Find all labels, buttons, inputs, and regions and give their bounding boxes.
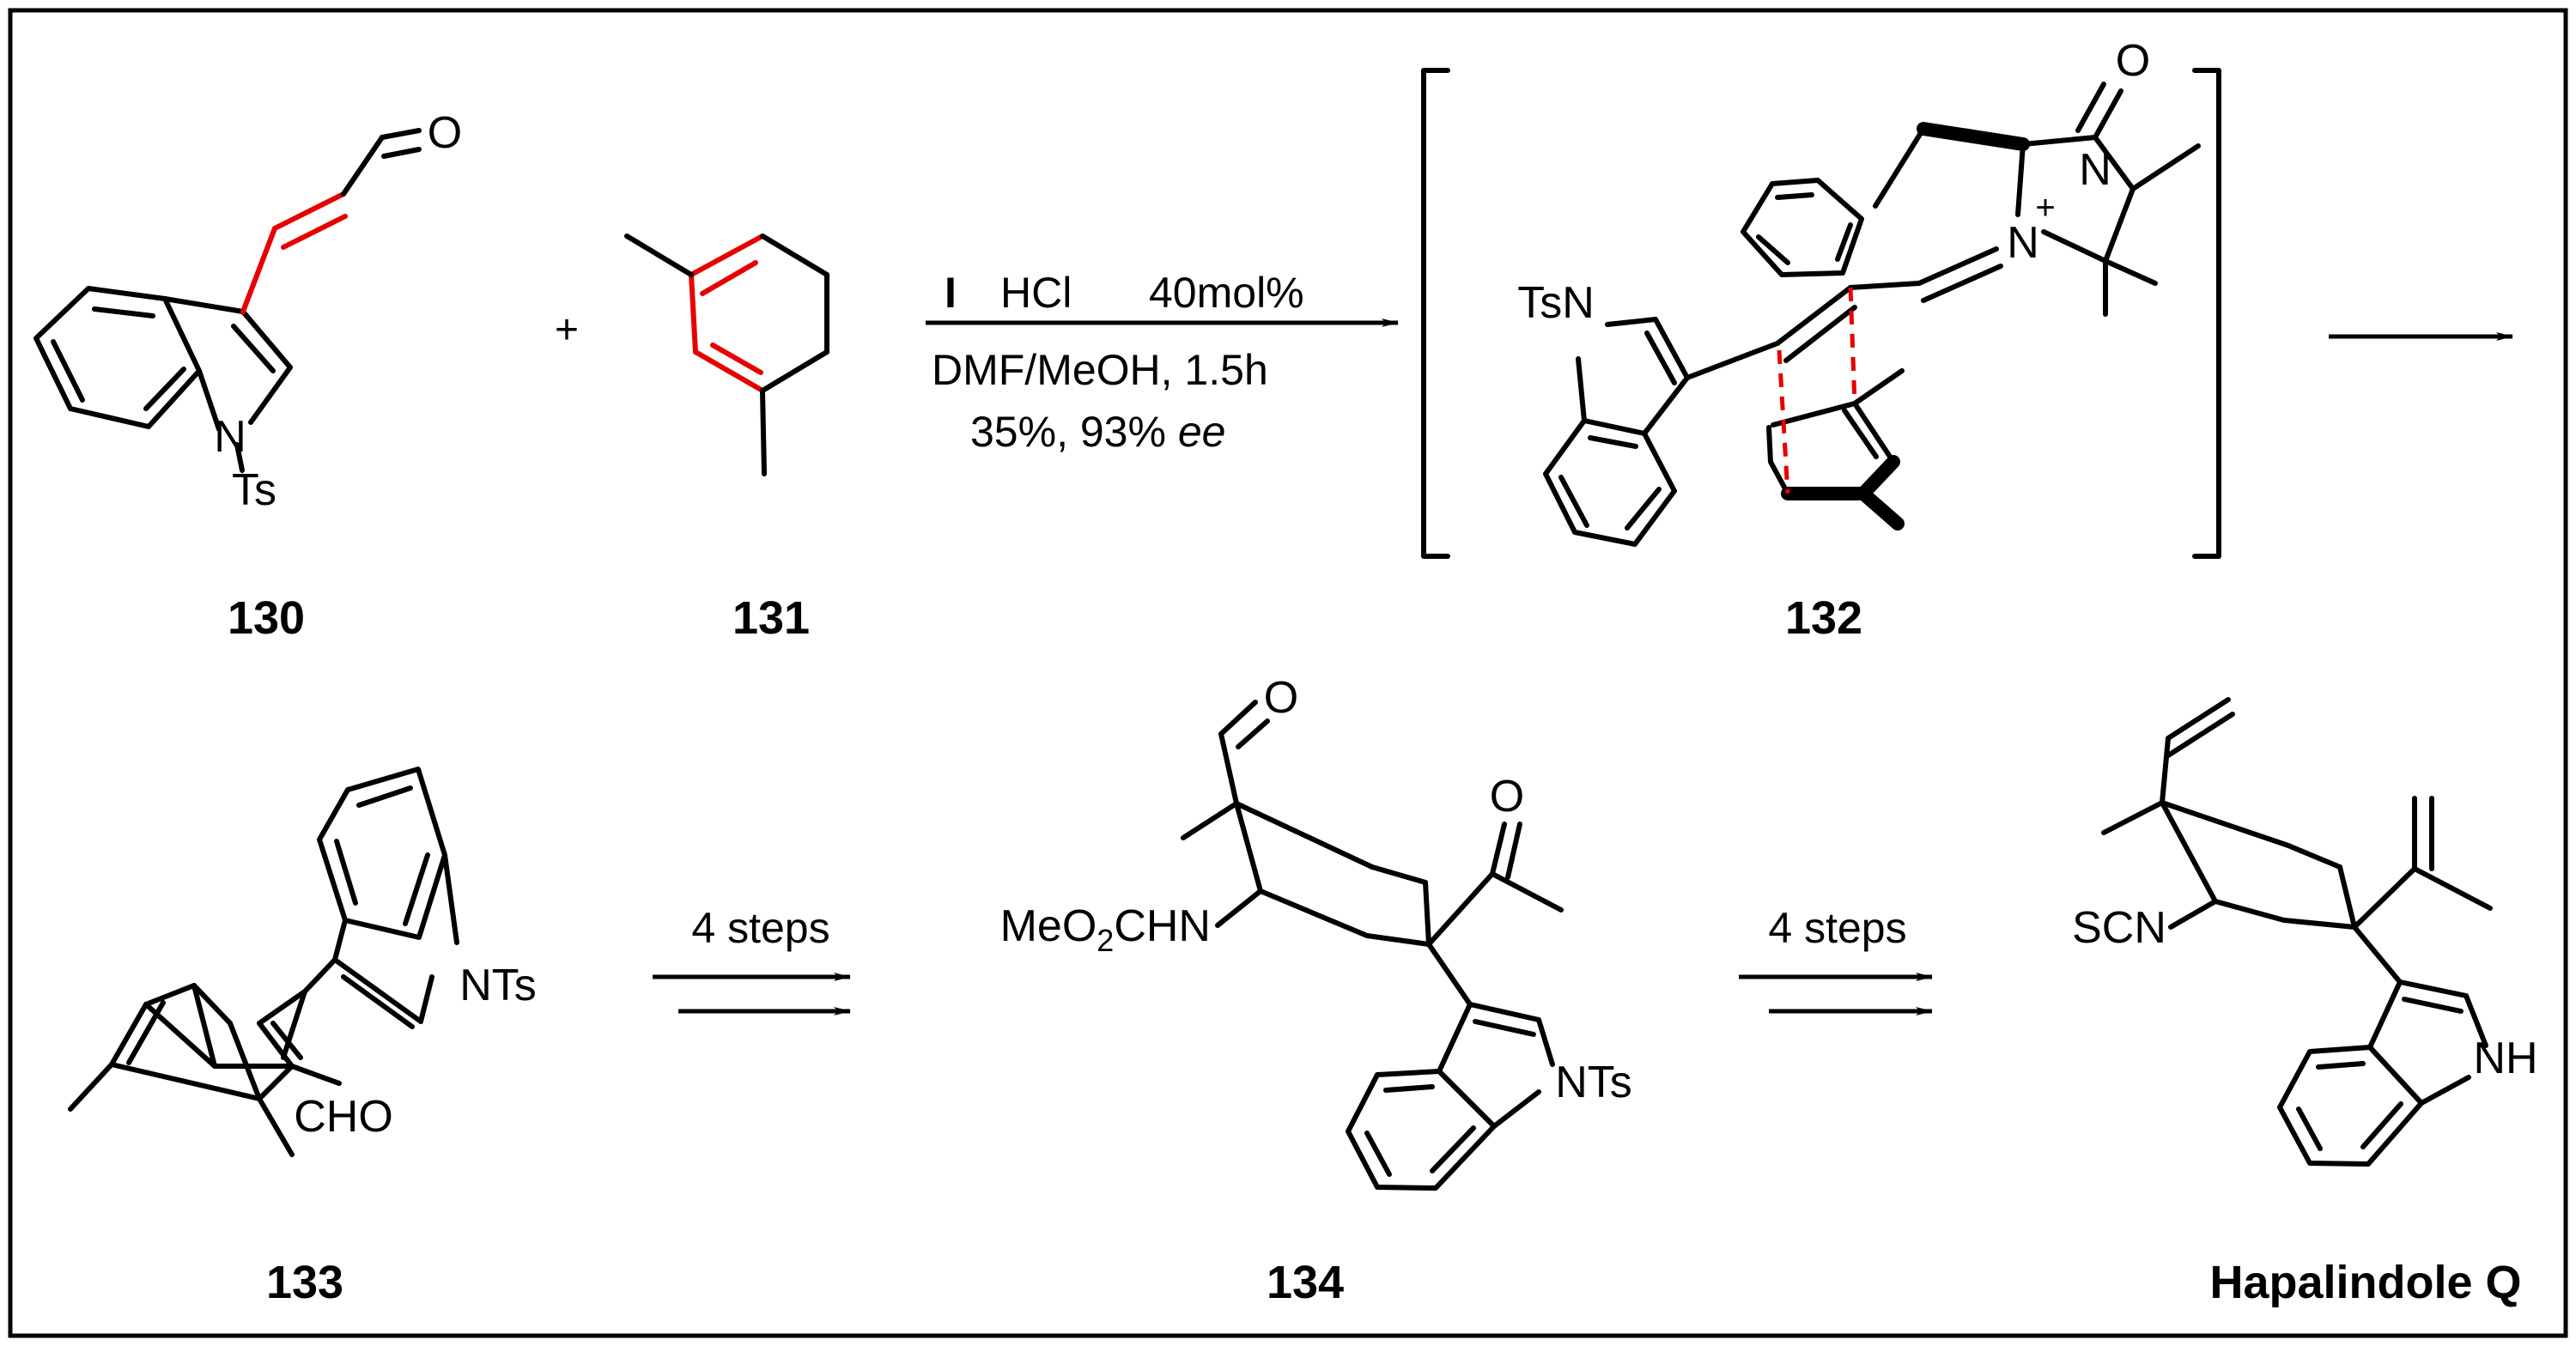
compound-132-label: 132 (1785, 592, 1862, 644)
compound-132-n-methyl: N (2079, 145, 2111, 195)
compound-130-atom-n: N (214, 412, 246, 462)
hapalindole-nh: NH (2473, 1034, 2537, 1083)
loading-label: 40mol% (1149, 269, 1304, 317)
compound-134-carbamate: MeO2CHN (1000, 901, 1211, 958)
hapalindole-scn: SCN (2072, 903, 2166, 953)
forming-bond-2 (1848, 287, 1857, 404)
compound-132-charge: + (2035, 189, 2055, 227)
compound-130-label: 130 (228, 592, 305, 644)
forming-bond-1 (1777, 349, 1790, 494)
compound-130-atom-ts: Ts (232, 465, 276, 515)
compound-132-carbonyl-o: O (2116, 36, 2150, 86)
compound-130-atom-o: O (428, 108, 462, 158)
compound-134-structure (1181, 700, 1564, 1191)
compound-130-structure (33, 128, 422, 473)
catalyst-label: I (945, 269, 957, 317)
compound-134-nts: NTs (1555, 1058, 1632, 1107)
hapalindole-q-structure (2101, 697, 2493, 1167)
compound-134-label: 134 (1267, 1257, 1344, 1308)
solvent-time-label: DMF/MeOH, 1.5h (932, 346, 1268, 394)
compound-133-cho: CHO (294, 1092, 393, 1142)
bracket-left (1421, 68, 1450, 559)
steps-label-1: 4 steps (691, 904, 829, 952)
bracket-right (2192, 68, 2221, 559)
acid-label: HCl (1000, 269, 1072, 317)
compound-131-structure (624, 233, 829, 476)
compound-134-ketone-o: O (1490, 772, 1524, 822)
compound-131-label: 131 (732, 592, 810, 644)
compound-132-structure (1543, 82, 2201, 547)
compound-134-ald-o: O (1264, 673, 1298, 723)
steps-label-2: 4 steps (1768, 904, 1906, 952)
compound-132-n-plus: N (2007, 218, 2039, 268)
hapalindole-q-label: Hapalindole Q (2209, 1257, 2521, 1308)
yield-ee-label: 35%, 93% ee (970, 408, 1225, 456)
compound-133-structure (68, 767, 459, 1157)
compound-132-tsn: TsN (1517, 278, 1595, 328)
outer-frame (8, 8, 2568, 1338)
compound-133-nts: NTs (459, 961, 537, 1010)
compound-133-label: 133 (266, 1257, 343, 1308)
plus-sign: + (555, 307, 579, 353)
